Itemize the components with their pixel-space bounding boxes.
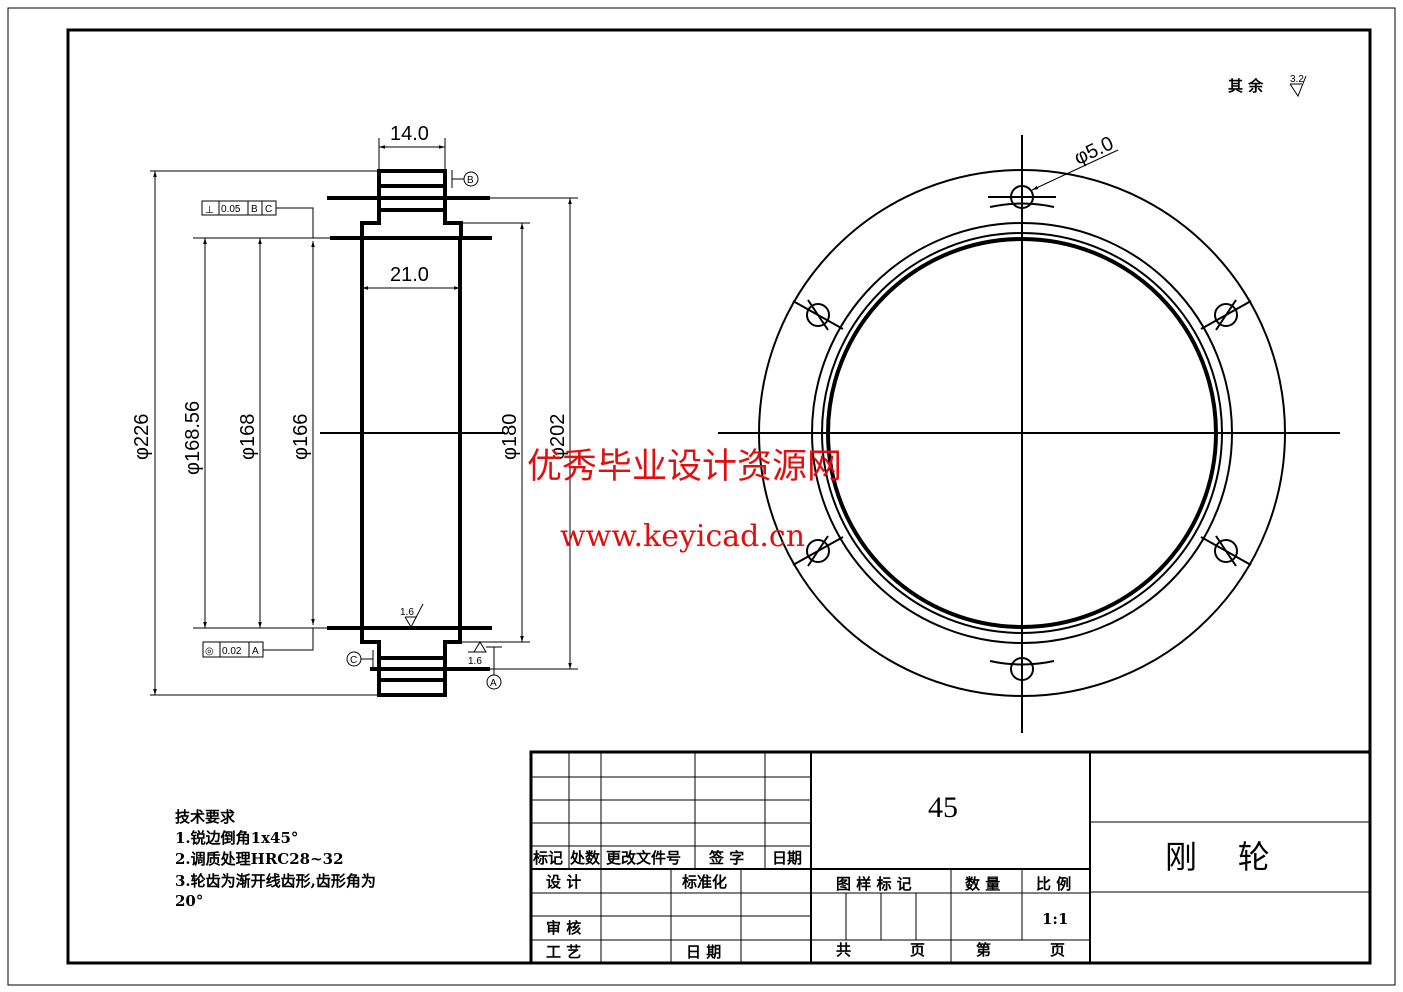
rev-header-doc: 更改文件号 [606, 849, 681, 867]
svg-text:0.05: 0.05 [221, 204, 241, 215]
datum-b-marker: B [451, 170, 479, 188]
svg-text:A: A [490, 678, 497, 689]
dim-d226: φ226 [131, 414, 153, 460]
scale-value: 1:1 [1042, 910, 1068, 928]
svg-text:1.6: 1.6 [400, 607, 414, 618]
dim-width-14: 14.0 [390, 123, 429, 145]
roughness-side-icon: 1.6 [468, 641, 487, 667]
dim-d202: φ202 [547, 414, 569, 460]
dim-width-21: 21.0 [390, 264, 429, 286]
rev-header-date: 日期 [772, 849, 802, 867]
watermark-url: www.keyicad.cn [560, 519, 805, 554]
concentricity-tolerance-frame: ◎ 0.02 A [202, 628, 314, 658]
label-process: 工 艺 [546, 943, 581, 961]
part-name: 刚 轮 [1165, 838, 1270, 876]
side-view [150, 138, 578, 697]
outer-border [7, 7, 1396, 986]
svg-text:◎: ◎ [205, 646, 214, 657]
label-drawing-mark: 图 样 标 记 [836, 875, 912, 893]
label-standardize: 标准化 [681, 873, 727, 891]
label-page: 页 [1050, 941, 1065, 959]
rev-header-mark: 标记 [532, 849, 563, 867]
requirement-item: 20° [175, 892, 203, 910]
requirement-item: 1.锐边倒角1x45° [175, 829, 298, 847]
watermark-title: 优秀毕业设计资源网 [527, 447, 842, 487]
svg-text:A: A [252, 646, 259, 657]
label-date: 日 期 [686, 943, 721, 961]
svg-text:C: C [350, 655, 357, 666]
roughness-inner-icon: 1.6 [400, 603, 424, 629]
dim-d166: φ166 [290, 414, 312, 460]
requirement-item: 2.调质处理HRC28~32 [175, 850, 344, 868]
perpendicularity-tolerance-frame: ⊥ 0.05 B C [201, 200, 314, 238]
rev-header-count: 处数 [569, 849, 601, 867]
dim-d168: φ168 [237, 414, 259, 460]
rev-header-sign: 签 字 [708, 849, 744, 867]
svg-text:3.2: 3.2 [1290, 74, 1304, 85]
surface-note-label: 其 余 [1228, 77, 1264, 95]
datum-a-marker: A [486, 646, 502, 690]
label-design: 设 计 [546, 873, 581, 891]
dim-hole-d5: φ5.0 [1071, 132, 1117, 169]
svg-text:⊥: ⊥ [205, 205, 214, 216]
label-quantity: 数 量 [965, 875, 1000, 893]
label-sheet: 第 [976, 941, 991, 959]
bolt-holes [792, 185, 1252, 681]
title-block-grid [529, 750, 1372, 965]
material-value: 45 [928, 791, 958, 824]
svg-text:0.02: 0.02 [222, 646, 242, 657]
svg-text:B: B [251, 204, 258, 215]
svg-text:C: C [265, 204, 272, 215]
requirement-item: 3.轮齿为渐开线齿形,齿形角为 [175, 872, 376, 890]
label-page: 页 [910, 941, 925, 959]
svg-text:1.6: 1.6 [468, 656, 482, 667]
svg-text:B: B [467, 175, 474, 186]
requirements-title: 技术要求 [175, 808, 236, 826]
label-total: 共 [836, 941, 851, 959]
dim-d180: φ180 [499, 414, 521, 460]
label-scale: 比 例 [1036, 875, 1071, 893]
label-review: 审 核 [546, 919, 581, 937]
front-view [718, 135, 1340, 733]
datum-c-marker: C [346, 650, 374, 668]
dim-d168-56: φ168.56 [182, 401, 204, 475]
roughness-symbol-icon: 3.2 [1289, 74, 1307, 98]
